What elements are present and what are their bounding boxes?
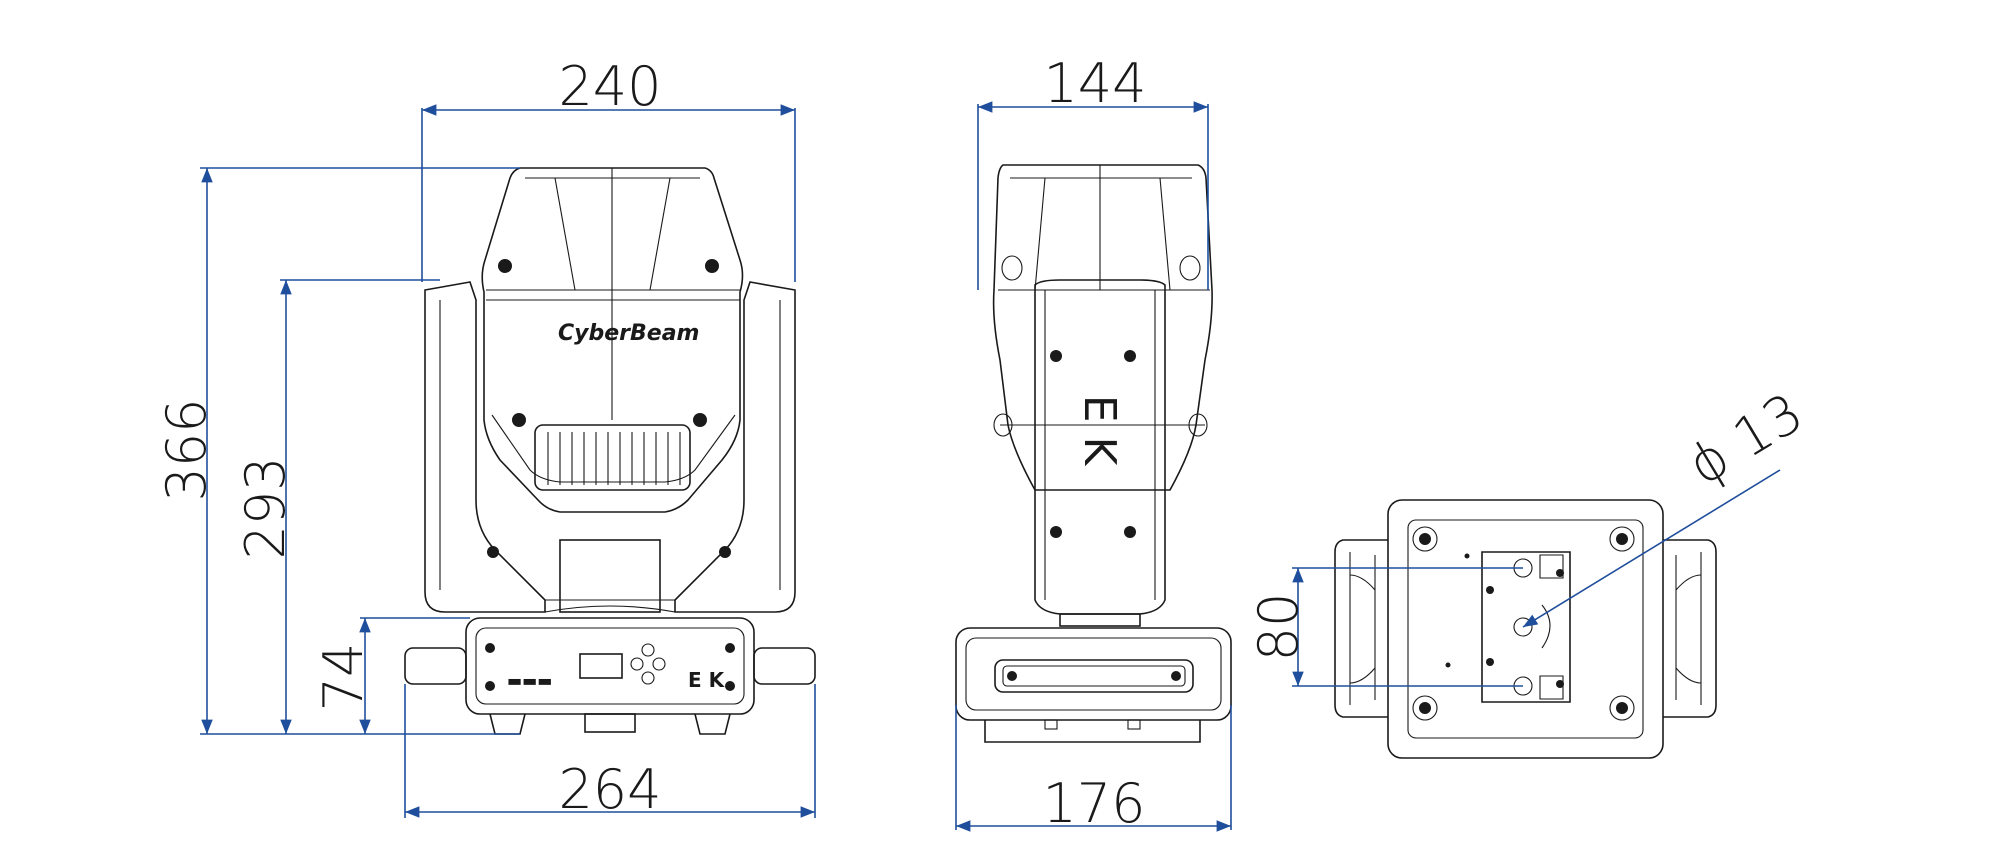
dim-side-width-base: 176 xyxy=(1042,772,1145,835)
dim-front-width-top: 240 xyxy=(558,55,661,118)
screw-icon xyxy=(719,546,731,558)
front-head: CyberBeam xyxy=(481,167,744,513)
screw-icon xyxy=(1171,671,1181,681)
screw-icon xyxy=(693,413,707,427)
bottom-view: 80 ϕ 13 xyxy=(1247,381,1814,759)
screw-icon xyxy=(1419,702,1431,714)
screw-icon xyxy=(1419,533,1431,545)
screw-icon xyxy=(1050,526,1062,538)
front-base: ▬▬▬ E K xyxy=(404,617,816,735)
screw-icon xyxy=(485,643,495,653)
base-logo: E K xyxy=(688,668,726,692)
screw-icon xyxy=(512,413,526,427)
screw-icon xyxy=(725,681,735,691)
bottom-dimensions: 80 ϕ 13 xyxy=(1247,381,1814,687)
front-dimensions: 240 366 293 74 264 xyxy=(155,55,816,821)
screw-icon xyxy=(705,259,719,273)
side-dimensions: 144 176 xyxy=(955,52,1232,835)
side-arm: E K xyxy=(1034,279,1166,627)
screw-icon xyxy=(1616,533,1628,545)
front-view: CyberBeam ▬▬▬ E K xyxy=(155,55,816,821)
dim-front-base-height: 74 xyxy=(312,643,375,712)
screw-icon xyxy=(1050,350,1062,362)
side-view: E K 144 176 xyxy=(955,52,1232,835)
front-yoke xyxy=(424,281,796,613)
screw-icon xyxy=(1007,671,1017,681)
base-display-icon: ▬▬▬ xyxy=(507,671,552,690)
side-base xyxy=(955,627,1232,743)
screw-icon xyxy=(1124,350,1136,362)
dim-front-height-arm: 293 xyxy=(234,456,297,559)
brand-logo: CyberBeam xyxy=(558,321,699,346)
dim-bottom-hole-diameter: ϕ 13 xyxy=(1677,381,1814,498)
screw-icon xyxy=(487,546,499,558)
dim-side-width-top: 144 xyxy=(1043,52,1146,115)
screw-icon xyxy=(725,643,735,653)
side-logo: E K xyxy=(1074,395,1125,467)
screw-icon xyxy=(498,259,512,273)
screw-icon xyxy=(1616,702,1628,714)
dim-front-width-base: 264 xyxy=(558,758,661,821)
screw-icon xyxy=(1124,526,1136,538)
dim-bottom-hole-spacing: 80 xyxy=(1247,593,1310,662)
dim-front-height-total: 366 xyxy=(155,398,218,501)
screw-icon xyxy=(485,681,495,691)
side-head xyxy=(992,164,1213,491)
